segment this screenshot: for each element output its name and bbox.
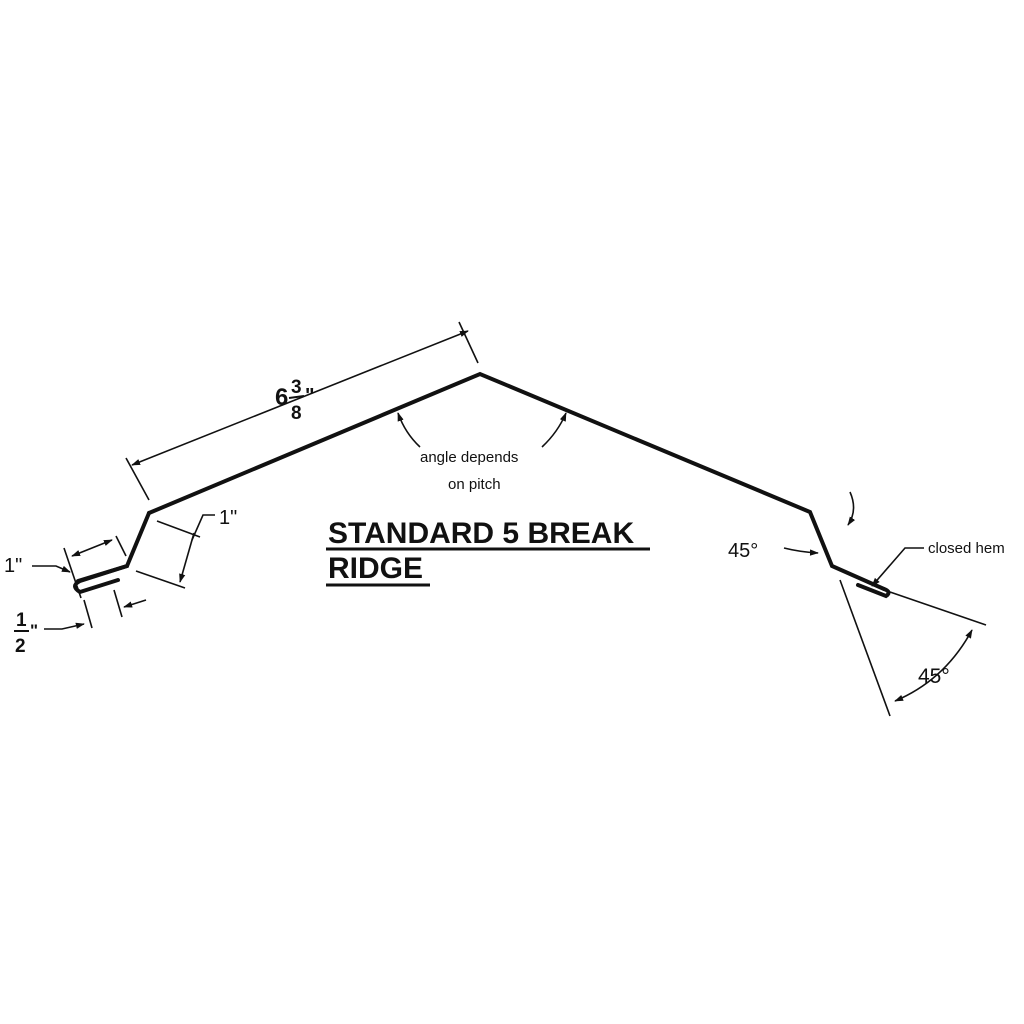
svg-text:6: 6 [275,384,288,411]
svg-text:": " [30,621,38,640]
title-line1: STANDARD 5 BREAK [328,517,634,550]
right-bend-angle-label: 45° [728,540,758,562]
angle-note-arrows [397,412,567,448]
hem-length-label: 1" [4,555,22,577]
svg-text:2: 2 [15,636,26,657]
svg-text:": " [305,385,314,407]
svg-text:3: 3 [291,377,302,398]
title-line2: RIDGE [328,552,423,585]
top-length-dimension [125,321,479,501]
svg-text:1: 1 [16,610,27,631]
closed-hem-callout [871,547,924,587]
drawing-title: STANDARD 5 BREAK RIDGE [326,517,650,587]
right-closed-hem [856,583,891,599]
hem-thickness-label: 1 2 " [14,610,38,657]
right-hem-angle-label: 45° [918,665,950,688]
right-bend-angle-marker [783,491,856,556]
angle-note-line1: angle depends [420,449,518,466]
bend-leg-label: 1" [219,507,237,529]
hem-thickness-dimension [44,589,147,630]
left-closed-hem [73,564,129,595]
closed-hem-label: closed hem [928,540,1005,557]
bend-leg-dimension [135,514,215,589]
right-hem-angle-dimension [839,579,987,717]
svg-text:8: 8 [291,403,302,424]
top-length-label: 6 3 8 " [275,377,314,424]
angle-note-line2: on pitch [448,476,501,493]
ridge-profile-line [147,371,886,591]
hem-length-dimension [32,535,127,599]
